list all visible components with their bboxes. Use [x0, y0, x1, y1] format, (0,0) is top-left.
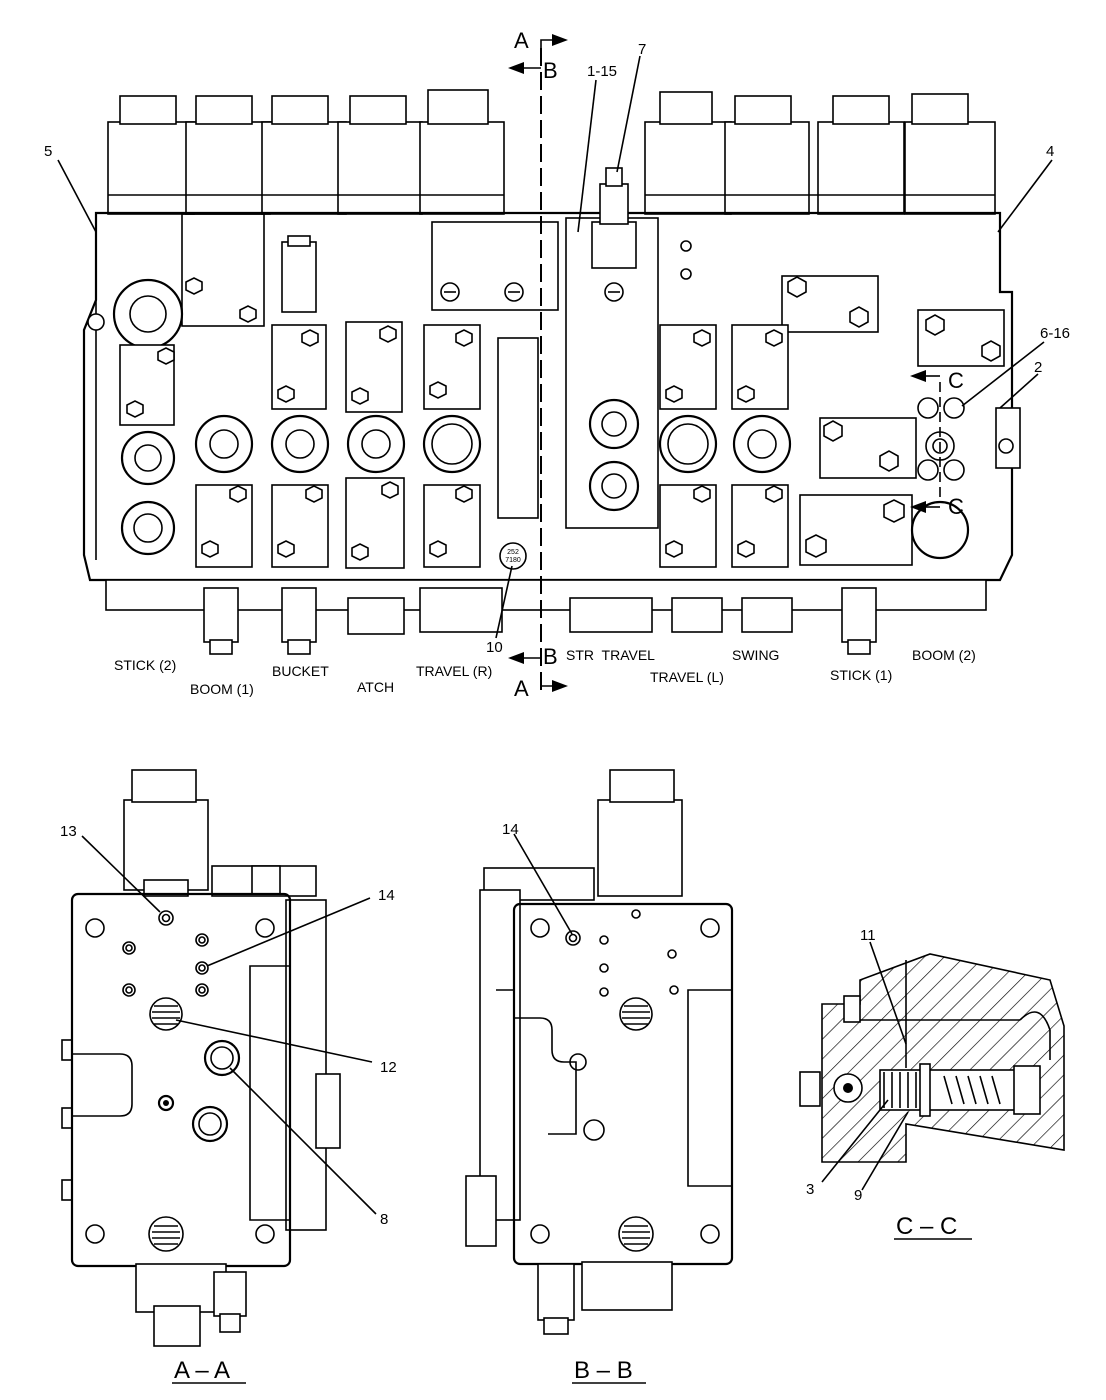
callout-6-16: 6-16: [1040, 325, 1070, 342]
label-boom2: BOOM (2): [912, 647, 976, 663]
main-valve-view: 252 7180: [82, 89, 1021, 655]
id-plate: [499, 542, 527, 570]
plate-line1: 252: [507, 549, 519, 556]
callout-5: 5: [44, 143, 52, 160]
callout-10: 10: [486, 639, 503, 656]
label-swing: SWING: [732, 647, 779, 663]
bottom-fittings: [203, 587, 877, 655]
label-stick2: STICK (2): [114, 657, 176, 673]
solenoid-row-left: [107, 89, 505, 215]
leader-lines-cc: [821, 941, 909, 1191]
view-title-aa: A – A: [174, 1357, 230, 1384]
section-line-ab: [508, 34, 568, 692]
label-str-travel: STR TRAVEL: [566, 647, 655, 663]
view-title-cc: C – C: [896, 1213, 957, 1240]
leader-lines-main: [57, 55, 1053, 639]
section-marker-b-top: B: [543, 58, 558, 83]
section-marker-a-top: A: [514, 28, 529, 53]
section-marker-a-bottom: A: [514, 676, 529, 701]
hex-bolts: [126, 276, 1001, 561]
section-line-c: [910, 370, 941, 513]
label-travel-r: TRAVEL (R): [416, 663, 492, 679]
view-c-c: [799, 953, 1065, 1163]
callout-9: 9: [854, 1187, 862, 1204]
section-marker-b-bottom: B: [543, 644, 558, 669]
leader-lines-aa: [81, 835, 377, 1215]
view-b-b: [465, 769, 734, 1335]
callout-7: 7: [638, 41, 646, 58]
callout-14-bb: 14: [502, 821, 519, 838]
callout-12: 12: [380, 1059, 397, 1076]
view-title-bb: B – B: [574, 1357, 633, 1384]
callout-13: 13: [60, 823, 77, 840]
callout-14-aa: 14: [378, 887, 395, 904]
view-a-a: [61, 769, 341, 1347]
section-marker-c-bottom: C: [948, 494, 964, 519]
label-bucket: BUCKET: [272, 663, 329, 679]
leader-14-bb: [513, 833, 573, 935]
callout-1-15: 1-15: [587, 63, 617, 80]
label-travel-l: TRAVEL (L): [650, 669, 724, 685]
label-boom1: BOOM (1): [190, 681, 254, 697]
callout-8: 8: [380, 1211, 388, 1228]
label-atch: ATCH: [357, 679, 394, 695]
plate-line2: 7180: [505, 557, 521, 564]
callout-11: 11: [860, 927, 876, 944]
callout-2: 2: [1034, 359, 1042, 376]
callout-3: 3: [806, 1181, 814, 1198]
section-marker-c-top: C: [948, 368, 964, 393]
solenoid-row-right: [644, 91, 996, 215]
label-stick1: STICK (1): [830, 667, 892, 683]
callout-4: 4: [1046, 143, 1054, 160]
